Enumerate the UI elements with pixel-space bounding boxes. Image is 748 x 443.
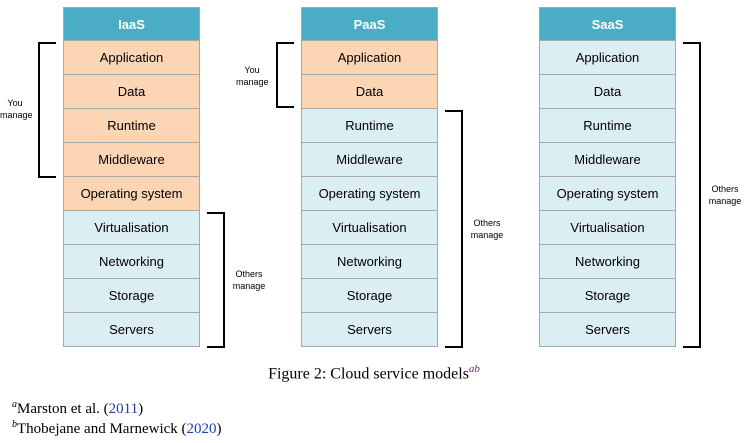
paas-others-manage-note: Others manage	[470, 218, 504, 240]
saas-layer-data: Data	[539, 75, 676, 109]
iaas-layer-virtualisation: Virtualisation	[63, 211, 200, 245]
saas-layer-operating-system: Operating system	[539, 177, 676, 211]
saas-layer-middleware: Middleware	[539, 143, 676, 177]
saas-stack: SaaS Application Data Runtime Middleware…	[539, 7, 676, 347]
footnote-a-year-link[interactable]: 2011	[108, 401, 139, 417]
saas-layer-storage: Storage	[539, 279, 676, 313]
paas-layer-runtime: Runtime	[301, 109, 438, 143]
footnote-b-marker: b	[12, 419, 17, 430]
saas-layer-virtualisation: Virtualisation	[539, 211, 676, 245]
paas-others-manage-bracket	[445, 110, 463, 348]
stack-header-paas: PaaS	[301, 7, 438, 41]
paas-layer-servers: Servers	[301, 313, 438, 347]
paas-you-manage-bracket	[276, 42, 294, 108]
iaas-layer-middleware: Middleware	[63, 143, 200, 177]
iaas-layer-servers: Servers	[63, 313, 200, 347]
footnote-a-text: Marston et al. (	[17, 401, 109, 417]
footnote-a-close: )	[138, 401, 144, 417]
iaas-layer-application: Application	[63, 41, 200, 75]
footnote-a: aMarston et al. (2011)	[12, 399, 143, 418]
stack-header-iaas: IaaS	[63, 7, 200, 41]
paas-layer-middleware: Middleware	[301, 143, 438, 177]
saas-layer-servers: Servers	[539, 313, 676, 347]
figure-caption: Figure 2: Cloud service modelsab	[0, 363, 748, 383]
iaas-layer-networking: Networking	[63, 245, 200, 279]
paas-layer-data: Data	[301, 75, 438, 109]
caption-superscript: ab	[468, 363, 480, 375]
iaas-layer-operating-system: Operating system	[63, 177, 200, 211]
iaas-you-manage-note: You manage	[0, 98, 33, 120]
paas-layer-storage: Storage	[301, 279, 438, 313]
footnote-a-marker: a	[12, 399, 17, 410]
footnote-b: bThobejane and Marnewick (2020)	[12, 419, 222, 438]
saas-others-manage-note: Others manage	[708, 184, 742, 206]
stack-header-saas: SaaS	[539, 7, 676, 41]
iaas-others-manage-note: Others manage	[232, 269, 266, 291]
paas-you-manage-note: You manage	[236, 65, 269, 87]
saas-layer-runtime: Runtime	[539, 109, 676, 143]
iaas-layer-storage: Storage	[63, 279, 200, 313]
footnote-b-text: Thobejane and Marnewick (	[17, 421, 187, 437]
saas-others-manage-bracket	[683, 42, 701, 348]
iaas-you-manage-bracket	[38, 42, 56, 178]
iaas-others-manage-bracket	[207, 212, 225, 348]
paas-layer-application: Application	[301, 41, 438, 75]
iaas-layer-data: Data	[63, 75, 200, 109]
iaas-stack: IaaS Application Data Runtime Middleware…	[63, 7, 200, 347]
saas-layer-networking: Networking	[539, 245, 676, 279]
footnote-b-year-link[interactable]: 2020	[186, 421, 217, 437]
iaas-layer-runtime: Runtime	[63, 109, 200, 143]
saas-layer-application: Application	[539, 41, 676, 75]
paas-stack: PaaS Application Data Runtime Middleware…	[301, 7, 438, 347]
paas-layer-virtualisation: Virtualisation	[301, 211, 438, 245]
footnote-b-close: )	[216, 421, 222, 437]
caption-text: Figure 2: Cloud service models	[268, 365, 469, 383]
paas-layer-operating-system: Operating system	[301, 177, 438, 211]
paas-layer-networking: Networking	[301, 245, 438, 279]
